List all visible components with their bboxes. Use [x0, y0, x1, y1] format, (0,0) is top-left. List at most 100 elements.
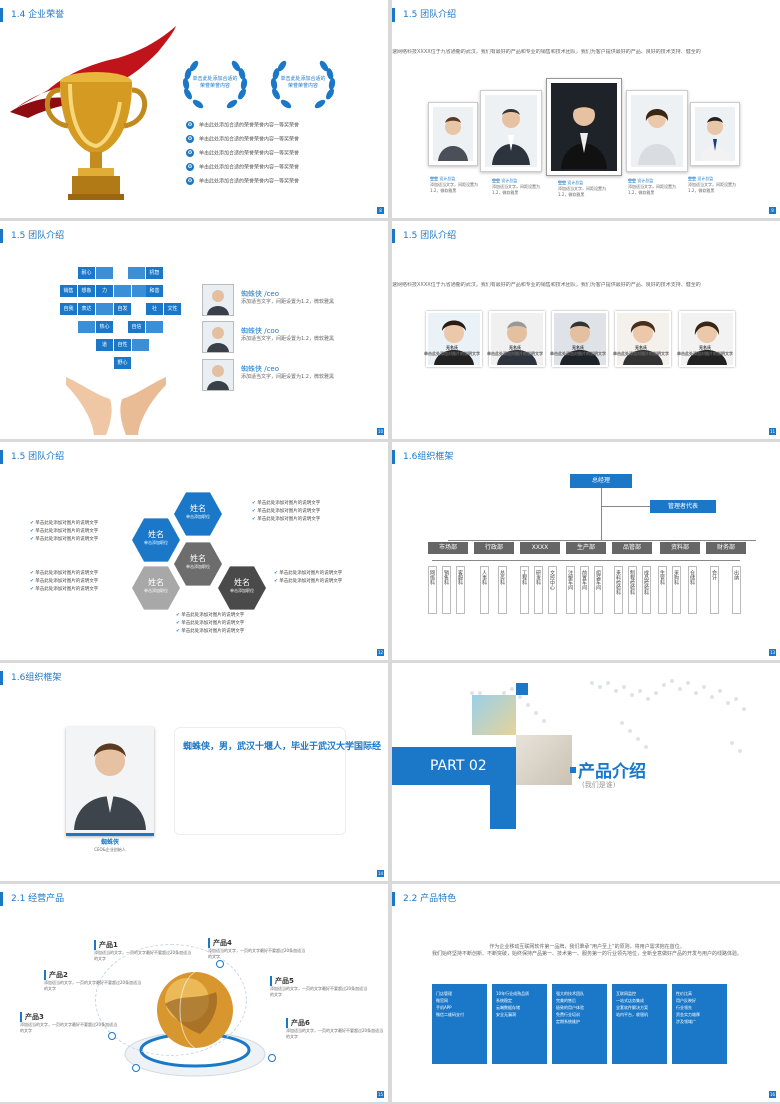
check-text: 单击此处添加对图片的说明文字 — [181, 613, 245, 618]
part-label: PART 02 — [392, 747, 516, 785]
caption-role: 设计总监 — [567, 180, 584, 185]
trait-cell: 自我 — [60, 303, 77, 315]
slide-team-3: 1.5 团队介绍 速网络科技XXXX位于九省通衢的武汉，我们有最好的产品和专业的… — [392, 221, 780, 439]
member-name: 无名氏 — [572, 345, 584, 350]
caption-name: 空空 — [492, 178, 500, 183]
check-text: 单击此处添加对图片的说明文字 — [35, 537, 99, 542]
orbit-node — [108, 1032, 116, 1040]
slide-title: 1.5 团队介绍 — [0, 229, 64, 243]
org-rep: 管理者代表 — [650, 500, 716, 513]
caption-desc: 添加适当文字，间距设置为1.2，微软雅黑 — [430, 182, 478, 193]
honor-text: 单击此处添加合适的荣誉荣誉内容一等奖荣誉 — [199, 122, 300, 129]
check-icon: ✔ — [252, 501, 256, 506]
org-unit: 工程科 — [520, 566, 529, 614]
medal-icon: ✪ — [186, 135, 194, 143]
slide-title: 1.5 团队介绍 — [0, 450, 64, 464]
member-caption: 无名氏单击此处添加对图片的说明文字 — [671, 345, 739, 357]
person-photo — [489, 311, 545, 367]
trait-cell: 自性 — [114, 339, 131, 351]
hex-node: 姓名单击添加职位 — [132, 566, 180, 610]
feature-item: 互联网监控 — [616, 991, 636, 996]
org-unit: 文控中心 — [548, 566, 557, 614]
page-number: 13 — [769, 649, 776, 656]
medal-icon: ✪ — [186, 149, 194, 157]
org-unit: 客服科 — [456, 566, 465, 614]
member-desc: 单击此处添加对图片的说明文字 — [677, 351, 733, 356]
honor-text: 单击此处添加合适的荣誉荣誉内容一等奖荣誉 — [199, 150, 300, 157]
member-name: 无名氏 — [635, 345, 647, 350]
org-unit: 注塑车间 — [566, 566, 575, 614]
feature-item: 资金实力雄厚 — [676, 1012, 700, 1017]
org-unit: 制程检验科 — [628, 566, 637, 614]
page-number: 12 — [377, 649, 384, 656]
honor-row: ✪单击此处添加合适的荣誉荣誉内容一等奖荣誉 — [186, 121, 299, 130]
check-text: 单击此处添加对图片的说明文字 — [257, 517, 321, 522]
hands-image — [66, 377, 166, 435]
orbit-node — [132, 1064, 140, 1072]
orbit-node — [216, 960, 224, 968]
feature-item: 完美的售后 — [556, 998, 576, 1003]
product-desc: 添加适当的文字，一页的文字最好不要超过20条加适当的文字 — [20, 1022, 118, 1033]
org-unit: 网络科 — [428, 566, 437, 614]
trait-cell: 野心 — [114, 357, 131, 369]
page-number: 15 — [377, 1091, 384, 1098]
feature-item: 微官网 — [436, 998, 448, 1003]
hex-node: 姓名单击添加职位 — [218, 566, 266, 610]
member-desc: 单击此处添加对图片的说明文字 — [487, 351, 543, 356]
caption-role: 设计总监 — [637, 178, 654, 183]
member-name: 无名氏 — [699, 345, 711, 350]
org-dept: 生产部 — [566, 542, 606, 554]
photo-frame — [690, 102, 740, 166]
member-caption: 无名氏单击此处添加对图片的说明文字 — [418, 345, 486, 357]
page-number: 14 — [377, 870, 384, 877]
caption-name: 空空 — [558, 180, 566, 185]
check-icon: ✔ — [252, 509, 256, 514]
section-heading: 产品介绍 — [578, 762, 646, 782]
product-name: 产品1 — [94, 940, 194, 950]
intro-text: 速网络科技XXXX位于九省通衢的武汉，我们有最好的产品和专业的销售和技术团队，我… — [392, 49, 701, 55]
member-name: 蜘蛛侠 /coo — [241, 327, 279, 335]
member-desc: 添加适当文字，间距设置为1.2，微软雅黑 — [241, 374, 334, 380]
org-unit: 采购科 — [672, 566, 681, 614]
slide-title: 1.6组织框架 — [392, 450, 453, 464]
org-unit: 会计 — [710, 566, 719, 614]
check-icon: ✔ — [30, 571, 34, 576]
caption-desc: 添加适当文字，间距设置为1.2，微软雅黑 — [558, 186, 606, 197]
honor-row: ✪单击此处添加合适的荣誉荣誉内容一等奖荣誉 — [186, 177, 299, 186]
check-text: 单击此处添加对图片的说明文字 — [181, 621, 245, 626]
feature-item: 门店管理 — [436, 991, 452, 996]
check-icon: ✔ — [30, 521, 34, 526]
org-unit: 成品检验科 — [642, 566, 651, 614]
feature-item: 微信二维码支付 — [436, 1012, 464, 1017]
org-unit: 组装车间 — [594, 566, 603, 614]
product-name: 产品4 — [208, 938, 308, 948]
world-map-dots — [470, 679, 746, 753]
trait-cell: 自发 — [114, 303, 131, 315]
slide-title: 2.1 经营产品 — [0, 892, 64, 906]
feature-item: 一站式店务集成 — [616, 998, 644, 1003]
laurel-badge: 单击此处添加合适的荣誉荣誉内容 — [180, 58, 250, 114]
page-number: 16 — [769, 1091, 776, 1098]
slide-section-cover: PART 02 产品介绍 (我们是谁) — [392, 663, 780, 881]
trait-cell: 自信 — [128, 321, 145, 333]
deco-square — [570, 767, 576, 773]
trait-cell: 文性 — [164, 303, 181, 315]
product-desc: 添加适当的文字，一页的文字最好不要超过20条加适当的文字 — [270, 986, 368, 997]
profile-photo — [66, 727, 154, 836]
caption: 空空 设计总监添加适当文字，间距设置为1.2，微软雅黑 — [558, 180, 608, 198]
feature-column: 强大的技术团队完美的售后极致的用户体验免费行业培训定期系统维护 — [552, 984, 607, 1064]
org-dept: 行政部 — [474, 542, 514, 554]
trait-cell: 耐心 — [78, 267, 95, 279]
feature-item: 性价比高 — [676, 991, 692, 996]
page-number: 11 — [769, 428, 776, 435]
caption-role: 设计总监 — [439, 176, 456, 181]
hex-node: 姓名单击添加职位 — [174, 542, 222, 586]
org-unit: 人事科 — [480, 566, 489, 614]
trophy-image — [10, 26, 176, 200]
check-text: 单击此处添加对图片的说明文字 — [35, 587, 99, 592]
org-unit: 销售科 — [442, 566, 451, 614]
hex-desc: 单击添加职位 — [230, 588, 254, 593]
hex-name: 姓名 — [148, 578, 164, 587]
